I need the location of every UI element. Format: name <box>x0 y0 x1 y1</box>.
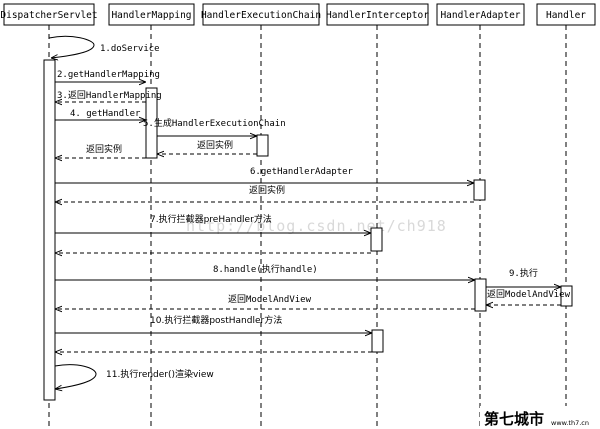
message-label: 10.执行拦截器postHandler方法 <box>150 314 282 326</box>
participant-label: Handler <box>546 10 586 21</box>
participant-handler-interceptor: HandlerInterceptor <box>326 3 429 26</box>
participant-label: HandlerAdapter <box>440 10 520 21</box>
message-label: 8.handle(执行handle) <box>213 263 318 275</box>
activation-handler-adapter-1 <box>473 179 486 201</box>
message-9: 返回实例 <box>55 184 474 202</box>
message-10: 7.执行拦截器preHandler方法 <box>55 213 371 233</box>
message-label: 2.getHandlerMapping <box>57 70 160 80</box>
participant-handler-mapping: HandlerMapping <box>108 3 195 26</box>
message-6: 返回实例 <box>157 139 257 154</box>
message-3: 3.返回HandlerMapping <box>55 89 162 102</box>
message-label: 返回实例 <box>197 139 233 151</box>
site-logo: 第七城市 www.th7.cn <box>480 406 600 429</box>
message-label: 11.执行render()渲染view <box>106 368 214 380</box>
message-label: 返回ModelAndView <box>487 288 571 300</box>
participant-handler-adapter: HandlerAdapter <box>436 3 525 26</box>
message-8: 6.getHandlerAdapter <box>55 167 474 183</box>
message-16: 10.执行拦截器postHandler方法 <box>55 314 372 333</box>
participant-dispatcher-servlet: DispatcherServlet <box>0 3 98 26</box>
message-1: 1.doService <box>48 35 160 58</box>
message-label: 7.执行拦截器preHandler方法 <box>150 213 272 225</box>
activation-dispatcher-servlet <box>43 59 56 401</box>
activation-handler <box>560 285 573 307</box>
message-label: 5.生成HandlerExecutionChain <box>143 117 286 129</box>
participant-label: DispatcherServlet <box>0 10 97 21</box>
participant-handler-execution-chain: HandlerExecutionChain <box>201 3 321 26</box>
logo-sub-text: www.th7.cn <box>551 419 589 427</box>
message-label: 4. getHandler <box>70 109 141 119</box>
message-13: 9.执行 <box>486 267 561 287</box>
participant-label: HandlerMapping <box>111 10 191 21</box>
activation-handler-mapping <box>145 87 158 159</box>
activation-handler-execution-chain <box>256 134 269 157</box>
participant-label: HandlerInterceptor <box>326 10 429 21</box>
message-14: 返回ModelAndView <box>486 288 571 305</box>
logo-main-text: 第七城市 <box>484 410 544 428</box>
message-15: 返回ModelAndView <box>55 293 475 309</box>
message-label: 返回ModelAndView <box>228 293 312 305</box>
message-4: 4. getHandler <box>55 109 146 120</box>
message-label: 9.执行 <box>509 267 538 279</box>
message-label: 3.返回HandlerMapping <box>57 89 162 101</box>
message-label: 返回实例 <box>249 184 285 196</box>
message-12: 8.handle(执行handle) <box>55 263 475 280</box>
activation-handler-adapter-2 <box>474 278 487 312</box>
message-7: 返回实例 <box>55 143 146 158</box>
participant-label: HandlerExecutionChain <box>201 10 321 21</box>
message-5: 5.生成HandlerExecutionChain <box>143 117 286 136</box>
message-18: 11.执行render()渲染view <box>55 364 214 389</box>
message-label: 6.getHandlerAdapter <box>250 167 354 177</box>
activation-handler-interceptor-1 <box>370 227 383 252</box>
message-label: 返回实例 <box>86 143 122 155</box>
activation-handler-interceptor-2 <box>371 329 384 353</box>
participant-handler: Handler <box>536 3 596 26</box>
message-label: 1.doService <box>100 44 160 54</box>
message-2: 2.getHandlerMapping <box>55 70 160 82</box>
